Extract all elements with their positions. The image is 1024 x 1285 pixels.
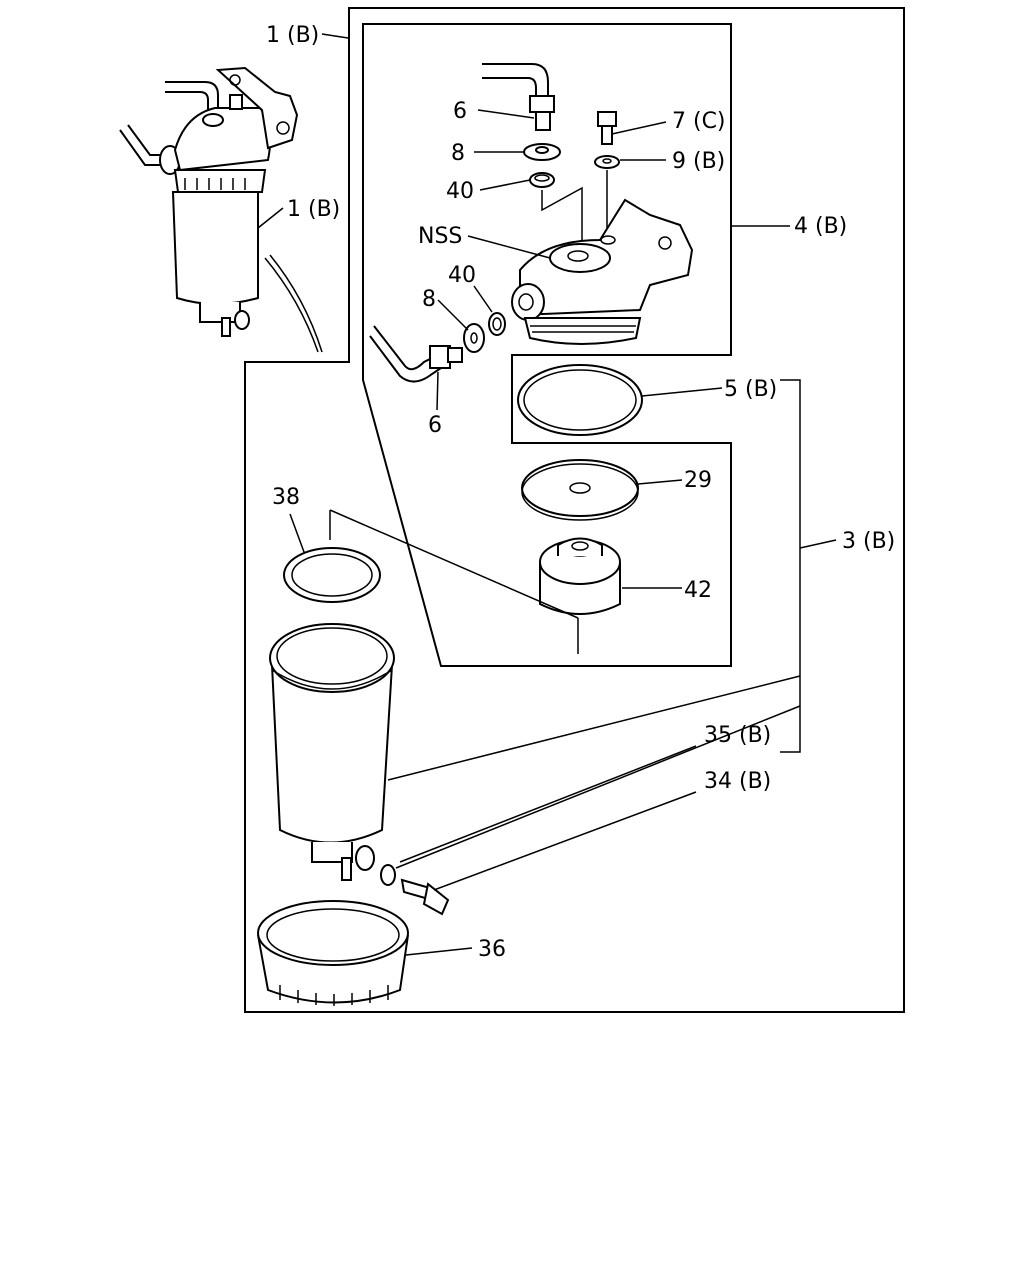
bowl-3: [269, 623, 395, 881]
drain-plug-34: [400, 878, 450, 916]
assembled-filter: [119, 66, 323, 353]
o-ring-40-side: [488, 312, 506, 336]
filter-head-4: [511, 198, 694, 345]
pipe-6-top: [482, 63, 555, 131]
o-ring-35: [380, 864, 396, 886]
label-7: 7 (C): [672, 109, 726, 134]
label-5: 5 (B): [724, 377, 777, 402]
label-9: 9 (B): [672, 149, 725, 174]
ring-nut-36: [257, 900, 409, 1006]
inner-frame: [362, 23, 732, 667]
bowl-guide: [329, 509, 579, 654]
label-6-side: 6: [428, 413, 442, 438]
label-36: 36: [478, 937, 506, 962]
label-1-side: 1 (B): [287, 197, 340, 222]
bolt-7: [597, 111, 617, 145]
label-40-side: 40: [448, 263, 476, 288]
part-labels: 1 (B) 1 (B) 6 8 40 7 (C) 9 (B) NSS 4 (B)…: [266, 23, 895, 962]
washer-8-side: [463, 323, 485, 353]
label-6-top: 6: [453, 99, 467, 124]
o-ring-40-top: [529, 172, 555, 188]
label-42: 42: [684, 578, 712, 603]
washer-9: [594, 155, 620, 169]
label-38: 38: [272, 485, 300, 510]
leader-lines: [257, 33, 837, 956]
label-34: 34 (B): [704, 769, 771, 794]
label-nss: NSS: [418, 224, 462, 249]
label-40-top: 40: [446, 179, 474, 204]
element-42: [539, 537, 621, 615]
label-3: 3 (B): [842, 529, 895, 554]
disc-29: [521, 459, 639, 521]
label-29: 29: [684, 468, 712, 493]
label-4: 4 (B): [794, 214, 847, 239]
o-ring-5: [517, 364, 643, 436]
label-35: 35 (B): [704, 723, 771, 748]
label-8-top: 8: [451, 141, 465, 166]
washer-8-top: [523, 143, 561, 161]
outer-frame: [244, 7, 905, 1013]
o-ring-38: [283, 547, 381, 603]
label-8-side: 8: [422, 287, 436, 312]
pipe-6-side: [369, 325, 463, 383]
label-1-top: 1 (B): [266, 23, 319, 48]
